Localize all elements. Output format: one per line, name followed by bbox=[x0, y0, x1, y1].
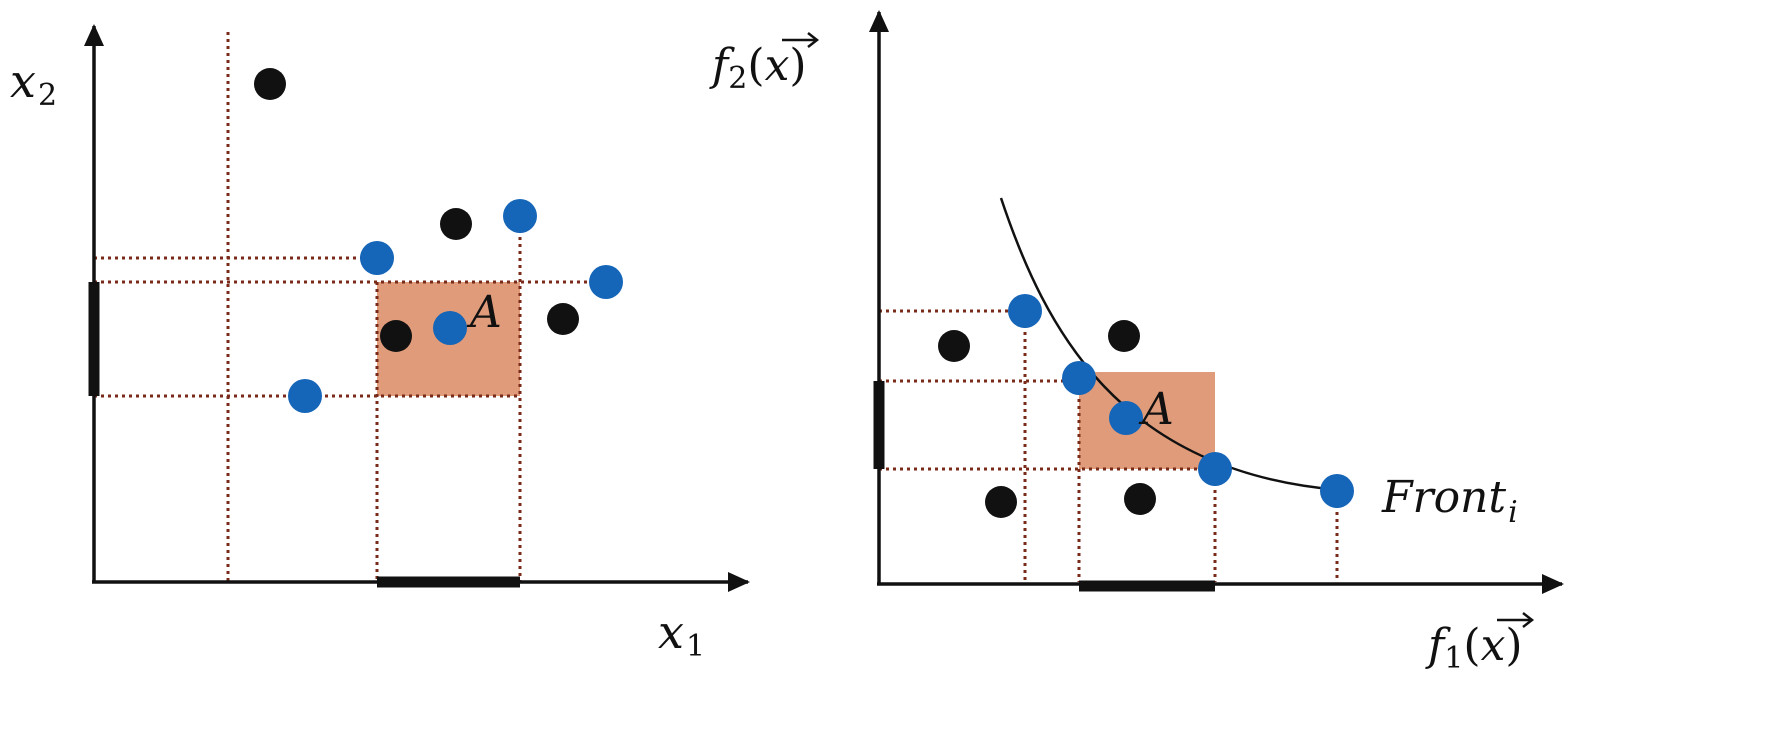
left-panel: A x2 x1 bbox=[10, 24, 750, 664]
region-a bbox=[1079, 372, 1215, 469]
blue-point bbox=[288, 379, 322, 413]
x-axis-label-main: x bbox=[658, 605, 684, 659]
y-axis-label: f2(x) bbox=[709, 40, 807, 96]
region-a-label: A bbox=[1138, 384, 1174, 435]
blue-point bbox=[1320, 474, 1354, 508]
x-axis-label: f1(x) bbox=[1425, 620, 1523, 676]
blue-point bbox=[1008, 294, 1042, 328]
x-axis-label-arg: x bbox=[1481, 620, 1506, 671]
x-axis-label: x1 bbox=[658, 605, 705, 664]
points bbox=[938, 294, 1354, 518]
blue-point bbox=[589, 265, 623, 299]
x-axis-label-close-paren: ) bbox=[1505, 620, 1522, 671]
y-axis-label-main: x bbox=[10, 54, 36, 108]
blue-point bbox=[1198, 452, 1232, 486]
black-point bbox=[547, 303, 579, 335]
black-point bbox=[1108, 320, 1140, 352]
guide-lines bbox=[94, 32, 606, 582]
y-axis-label: x2 bbox=[10, 54, 57, 113]
blue-point bbox=[503, 199, 537, 233]
points bbox=[254, 68, 623, 413]
front-label-main: Front bbox=[1381, 472, 1506, 523]
x-axis-label-open-paren: ( bbox=[1463, 620, 1480, 671]
x-axis-label-sub: 1 bbox=[1444, 641, 1463, 676]
x-axis-label-sub: 1 bbox=[686, 629, 705, 664]
blue-point bbox=[1062, 361, 1096, 395]
front-label-sub: i bbox=[1508, 495, 1518, 530]
black-point bbox=[254, 68, 286, 100]
y-axis-label-arg: x bbox=[765, 40, 790, 91]
blue-point bbox=[360, 241, 394, 275]
pareto-front-curve bbox=[999, 197, 1341, 492]
black-point bbox=[380, 320, 412, 352]
black-point bbox=[985, 486, 1017, 518]
blue-point bbox=[433, 311, 467, 345]
y-axis-label-open-paren: ( bbox=[747, 40, 764, 91]
y-axis-label-sub: 2 bbox=[728, 61, 747, 96]
region-a-label: A bbox=[466, 287, 502, 338]
y-axis-label-sub: 2 bbox=[38, 78, 57, 113]
black-point bbox=[938, 330, 970, 362]
vector-arrow-icon bbox=[782, 32, 820, 48]
right-panel: A Fronti f2(x) f1(x) bbox=[709, 10, 1564, 676]
front-label: Fronti bbox=[1381, 472, 1518, 530]
blue-point bbox=[1109, 401, 1143, 435]
y-axis-label-close-paren: ) bbox=[789, 40, 806, 91]
black-point bbox=[1124, 483, 1156, 515]
vector-arrow-icon bbox=[1497, 612, 1535, 628]
black-point bbox=[440, 208, 472, 240]
